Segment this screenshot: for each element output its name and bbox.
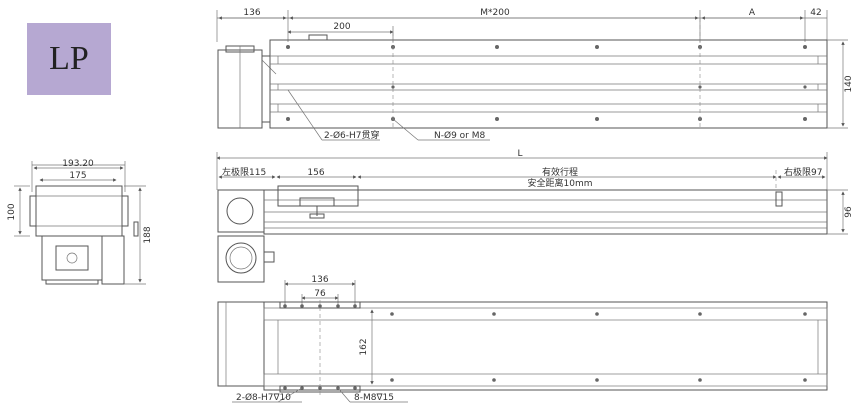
dim-76: 76: [314, 289, 326, 299]
callout-h7-holes: 2-Ø6-H7贯穿: [324, 129, 380, 141]
bottom-motor: [217, 301, 265, 387]
side-view: L 左极限115 156 有效行程 安全距离10mm 右极限97: [216, 149, 854, 283]
callout-m8-bottom: 8-M8∇15: [354, 393, 394, 403]
end-motor: [41, 235, 103, 281]
right-limit-sensor: [775, 191, 783, 207]
end-rail-profile: [35, 185, 123, 237]
dim-136-bottom: 136: [311, 275, 328, 285]
dim-175: 175: [69, 171, 86, 181]
dim-193-20: 193.20: [62, 159, 94, 169]
stroke-label: 有效行程: [542, 166, 578, 178]
bottom-rail-body: [263, 301, 828, 391]
motor-bearing-circle: [226, 197, 254, 225]
dim-100: 100: [7, 203, 17, 220]
dim-188: 188: [143, 226, 153, 243]
motor-flange-circle: [225, 242, 257, 274]
dim-l: L: [517, 149, 522, 159]
right-limit-label: 右极限97: [784, 166, 822, 178]
bottom-view: 136 76 162: [217, 275, 828, 403]
model-badge-label: LP: [49, 40, 89, 77]
dim-a: A: [749, 8, 756, 18]
dim-162: 162: [359, 338, 369, 355]
dim-96: 96: [844, 206, 854, 218]
safety-distance-label: 安全距离10mm: [528, 177, 593, 189]
top-view: 136 M*200 A 42 200: [216, 8, 854, 141]
left-limit-label: 左极限115: [222, 166, 266, 178]
callout-m8-holes: N-Ø9 or M8: [434, 130, 485, 141]
dim-m200: M*200: [480, 8, 510, 18]
dim-140: 140: [844, 75, 854, 92]
top-mounting-holes: [286, 45, 807, 121]
dim-136: 136: [243, 8, 260, 18]
side-motor-upper: [217, 189, 265, 233]
bottom-mounting-holes: [283, 304, 807, 390]
dim-156: 156: [307, 168, 324, 178]
callout-h7-bottom: 2-Ø8-H7∇10: [236, 392, 291, 403]
end-view: 193.20 175 100 188: [7, 159, 153, 285]
dim-200: 200: [333, 22, 350, 32]
dim-42: 42: [810, 8, 821, 18]
model-badge: LP: [27, 23, 111, 95]
side-carriage: [277, 185, 359, 207]
